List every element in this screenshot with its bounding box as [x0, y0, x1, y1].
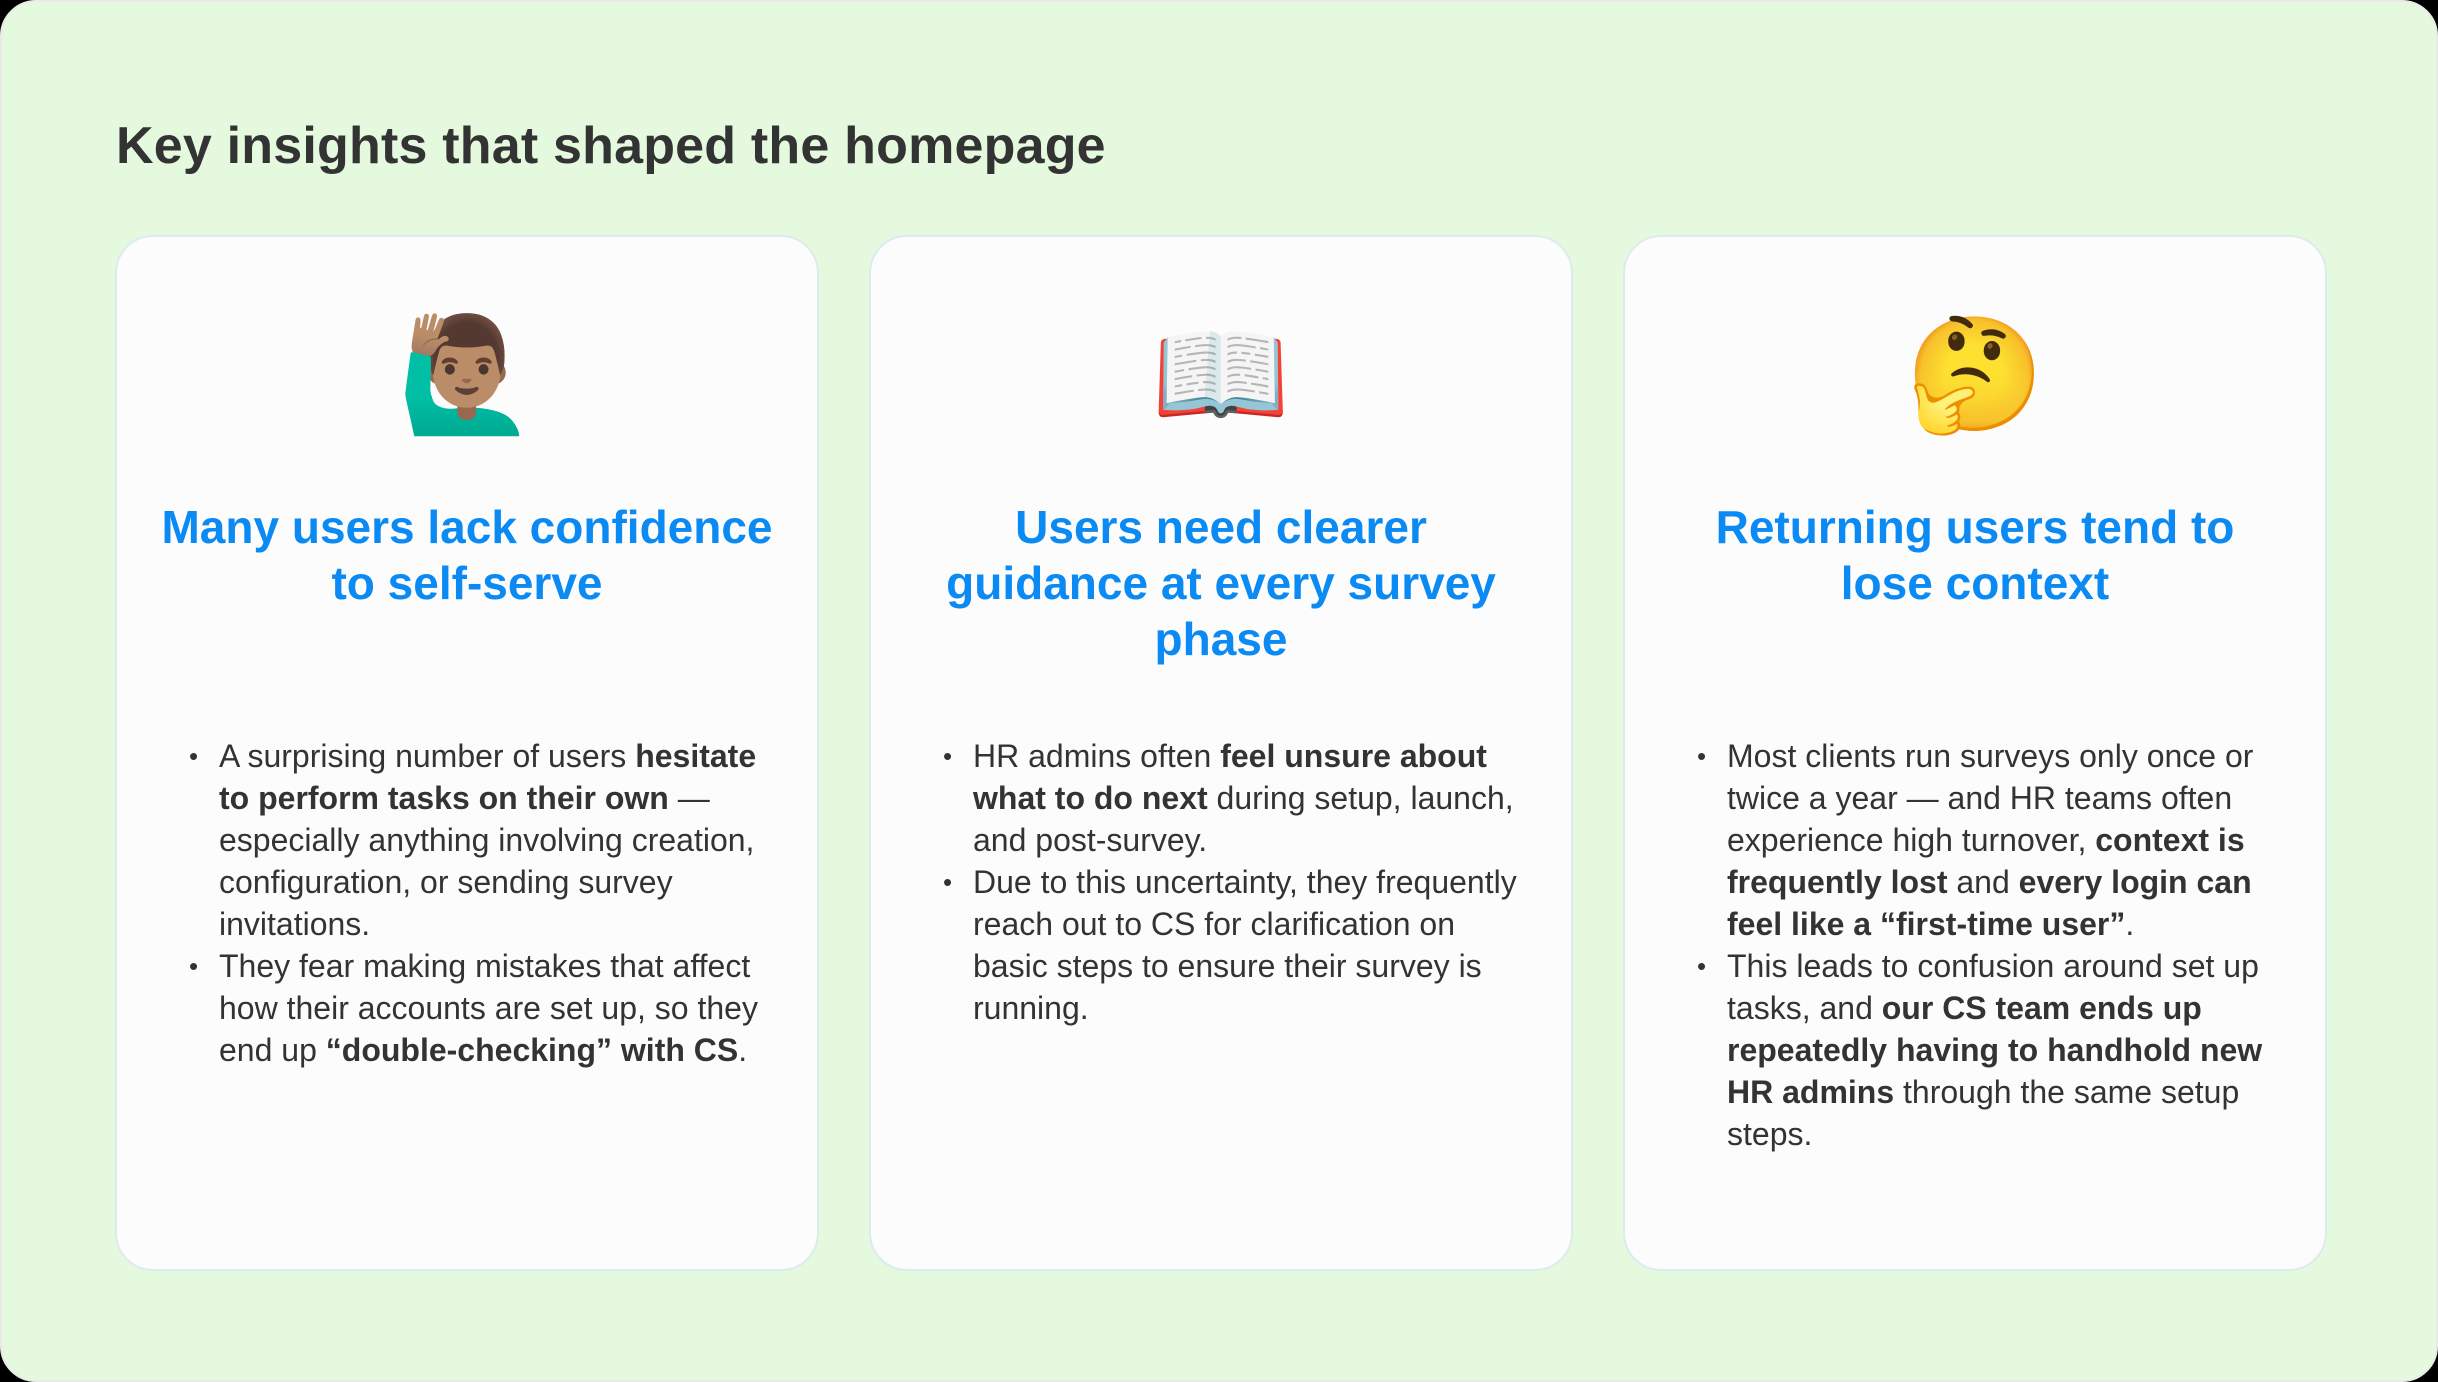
bullet-item: Most clients run surveys only once or tw…: [1697, 735, 2279, 945]
insight-cards: 🙋🏽‍♂️ Many users lack confidence to self…: [115, 235, 2327, 1271]
bullet-text: They fear making mistakes that affect ho…: [219, 948, 758, 1068]
bullet-item: Due to this uncertainty, they frequently…: [943, 861, 1525, 1029]
bullet-text: Most clients run surveys only once or tw…: [1727, 738, 2254, 858]
bullet-text: .: [738, 1032, 748, 1068]
bullet-emphasis: context is frequently lost: [1727, 822, 2245, 900]
bullet-emphasis: feel unsure about what to do next: [973, 738, 1487, 816]
bullet-text: This leads to confusion around set up ta…: [1727, 948, 2259, 1026]
bullet-item: They fear making mistakes that affect ho…: [189, 945, 771, 1071]
bullet-text: through the same setup steps.: [1727, 1074, 2240, 1152]
bullet-item: HR admins often feel unsure about what t…: [943, 735, 1525, 861]
bullet-text: during setup, launch, and post-survey.: [973, 780, 1514, 858]
card-heading: Users need clearer guidance at every sur…: [946, 501, 1496, 665]
bullet-item: This leads to confusion around set up ta…: [1697, 945, 2279, 1155]
bullet-text: HR admins often: [973, 738, 1221, 774]
insight-card-guidance: 📖 Users need clearer guidance at every s…: [869, 235, 1573, 1271]
card-heading: Many users lack confidence to self-serve: [161, 501, 773, 609]
bullet-emphasis: our CS team ends up repeatedly having to…: [1727, 990, 2263, 1110]
bullet-emphasis: hesitate to perform tasks on their own: [219, 738, 757, 816]
insight-card-context: 🤔 Returning users tend to lose context M…: [1623, 235, 2327, 1271]
bullet-text: and: [1947, 864, 2019, 900]
bullet-emphasis: every login can feel like a “first-time …: [1727, 864, 2252, 942]
insight-card-self-serve: 🙋🏽‍♂️ Many users lack confidence to self…: [115, 235, 819, 1271]
open-book-icon: 📖: [1151, 312, 1291, 437]
bullet-list: HR admins often feel unsure about what t…: [943, 735, 1525, 1029]
bullet-text: — especially anything involving creation…: [219, 780, 755, 942]
bullet-emphasis: “double-checking” with CS: [325, 1032, 739, 1068]
card-heading: Returning users tend to lose context: [1715, 501, 2235, 609]
person-raising-hand-icon: 🙋🏽‍♂️: [397, 312, 537, 437]
bullet-list: A surprising number of users hesitate to…: [189, 735, 771, 1071]
bullet-item: A surprising number of users hesitate to…: [189, 735, 771, 945]
bullet-text: Due to this uncertainty, they frequently…: [973, 864, 1517, 1026]
thinking-face-icon: 🤔: [1905, 312, 2045, 437]
bullet-text: .: [2125, 906, 2135, 942]
bullet-list: Most clients run surveys only once or tw…: [1697, 735, 2279, 1155]
page-title: Key insights that shaped the homepage: [116, 117, 1106, 175]
bullet-text: A surprising number of users: [219, 738, 636, 774]
